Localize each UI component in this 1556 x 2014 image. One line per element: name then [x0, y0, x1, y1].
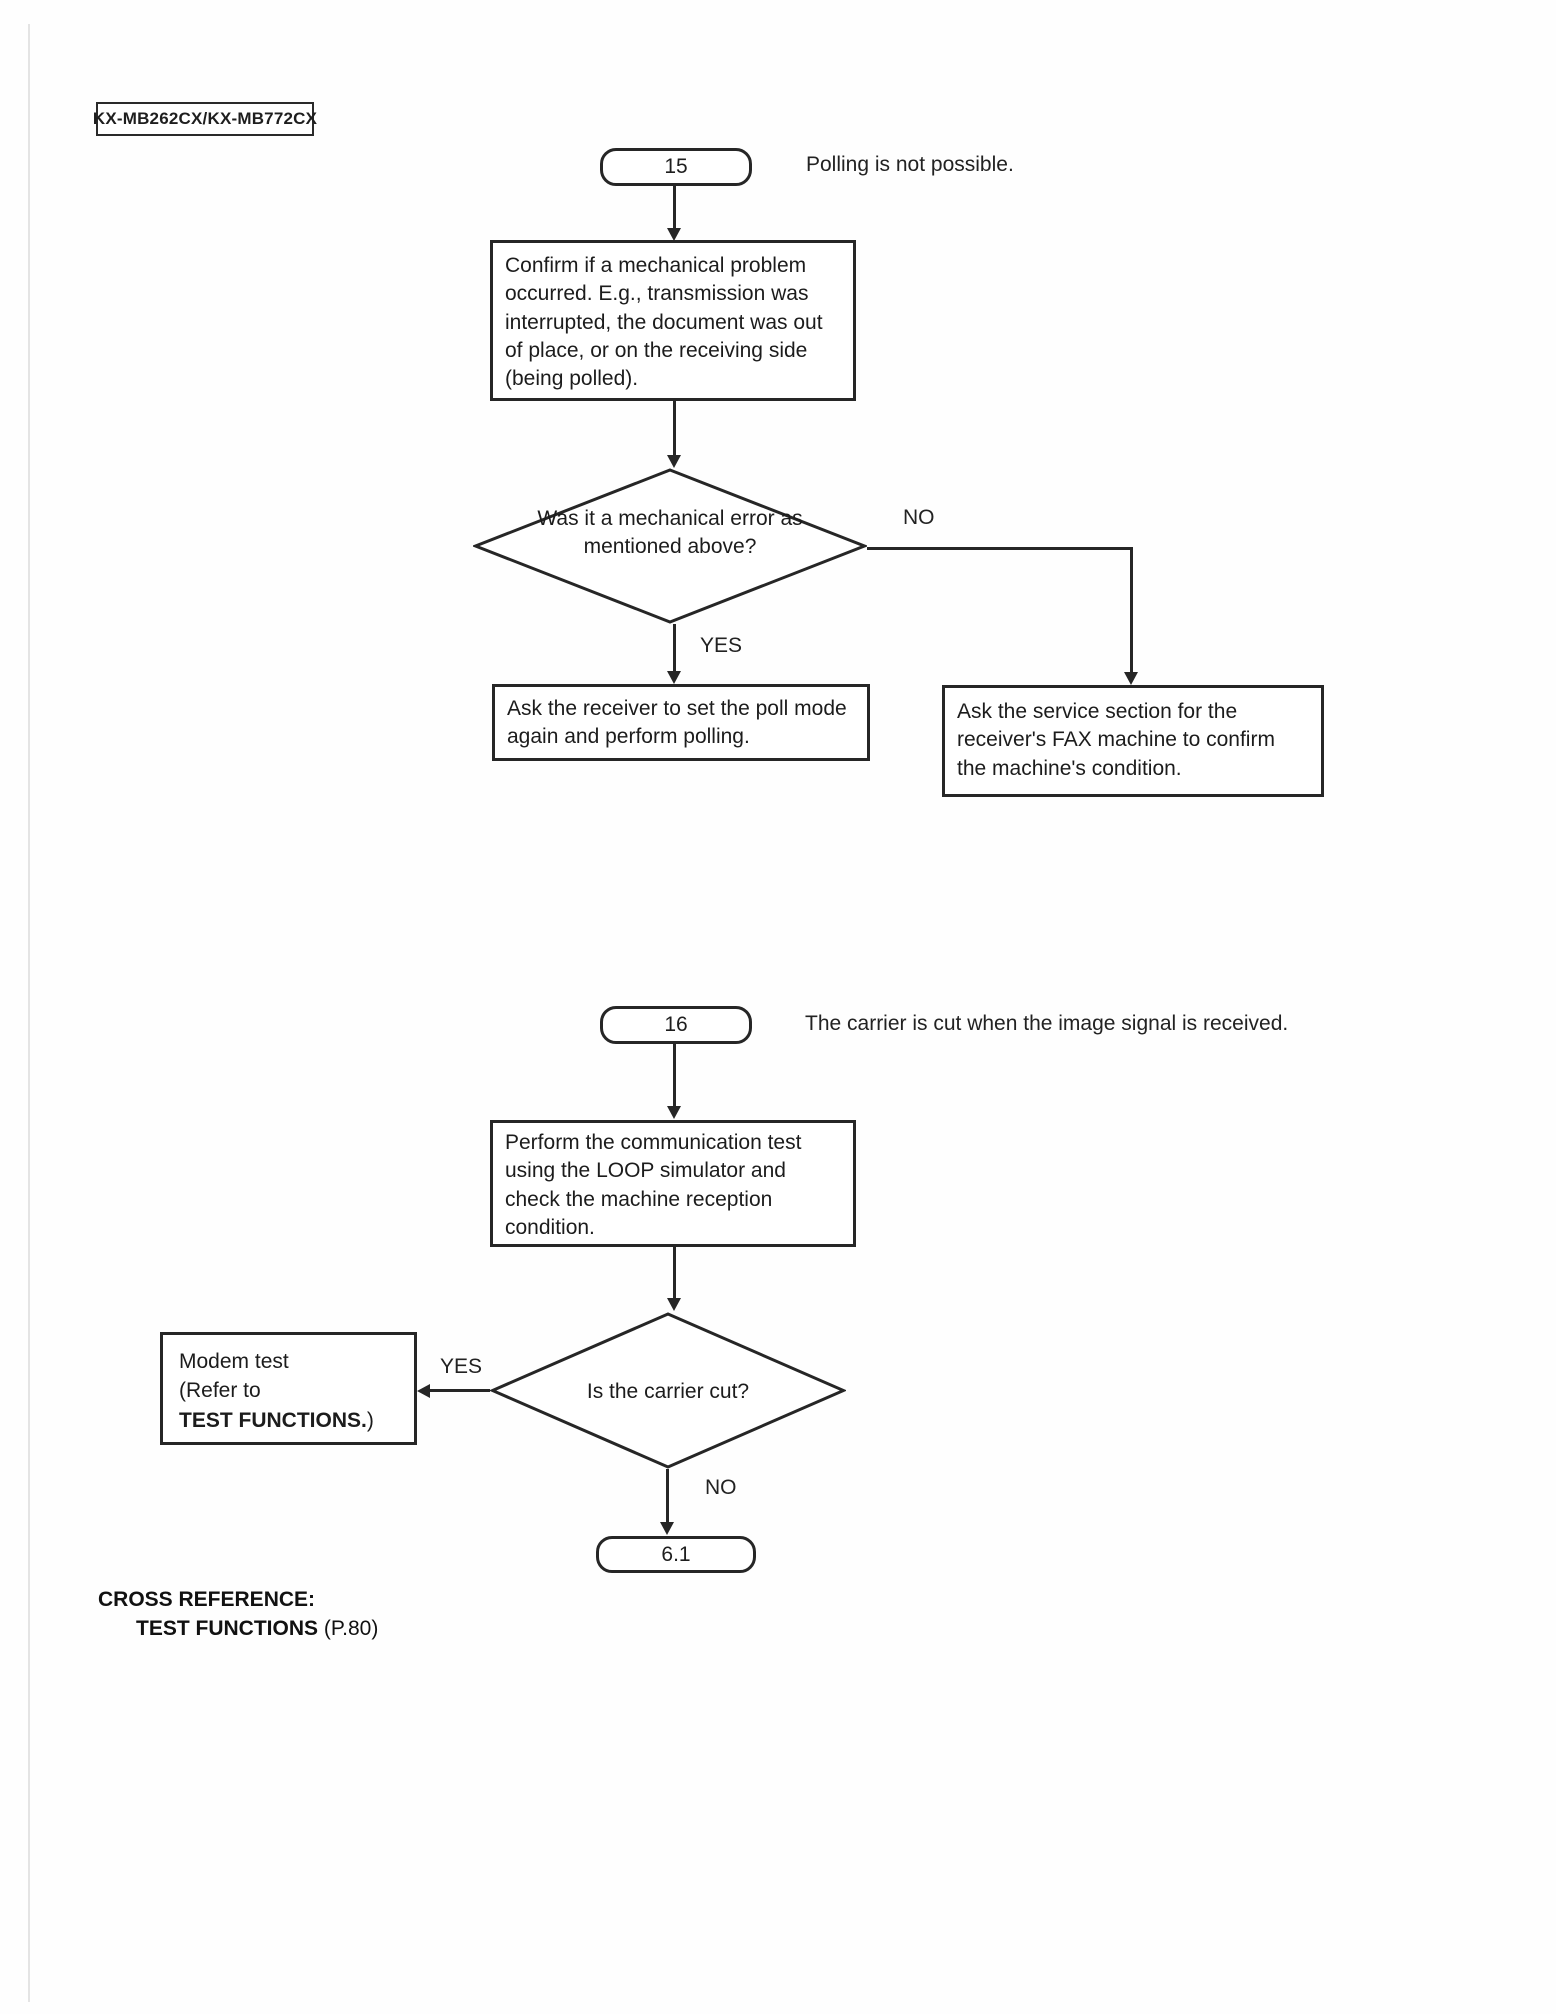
- cross-reference-item-page: (P.80): [318, 1617, 379, 1640]
- flow15-decision-text: Was it a mechanical error as mentioned a…: [537, 507, 803, 559]
- arrowhead-icon: [417, 1384, 430, 1398]
- arrowhead-icon: [667, 228, 681, 241]
- flow16-step-box: Perform the communication test using the…: [490, 1120, 856, 1247]
- flow16-yes-label: YES: [440, 1355, 483, 1378]
- flow16-decision-text: Is the carrier cut?: [586, 1380, 750, 1403]
- connector-step-to-decision16: [673, 1247, 676, 1298]
- flow16-modem-test-box: Modem test (Refer to TEST FUNCTIONS.): [160, 1332, 417, 1445]
- cross-reference-item-title: TEST FUNCTIONS: [136, 1617, 318, 1640]
- flow16-no-label: NO: [705, 1476, 737, 1499]
- arrowhead-icon: [667, 1106, 681, 1119]
- flow16-problem-caption: The carrier is cut when the image signal…: [805, 1012, 1289, 1035]
- flow15-problem-caption: Polling is not possible.: [806, 153, 1014, 176]
- connector-no15-vertical: [1130, 547, 1133, 672]
- flow16-terminator-node: 6.1: [596, 1536, 756, 1573]
- modem-test-line2: (Refer to: [179, 1379, 261, 1403]
- connector-16-to-step: [673, 1044, 676, 1106]
- flow16-decision-diamond: [490, 1312, 846, 1469]
- flow15-yes-label: YES: [700, 634, 743, 657]
- arrowhead-icon: [667, 455, 681, 468]
- connector-yes15: [673, 624, 676, 671]
- arrowhead-icon: [667, 671, 681, 684]
- arrowhead-icon: [667, 1298, 681, 1311]
- connector-no16: [666, 1469, 669, 1522]
- flow15-no-label: NO: [903, 506, 935, 529]
- modem-test-line3-rest: ): [366, 1408, 374, 1432]
- flow15-yes-action-box: Ask the receiver to set the poll mode ag…: [492, 684, 870, 761]
- modem-test-line3: TEST FUNCTIONS.): [179, 1406, 398, 1435]
- flow15-no-action-box: Ask the service section for the receiver…: [942, 685, 1324, 797]
- arrowhead-icon: [1124, 672, 1138, 685]
- modem-test-line3-bold: TEST FUNCTIONS.: [179, 1408, 367, 1432]
- model-number-badge: KX-MB262CX/KX-MB772CX: [93, 102, 317, 136]
- cross-reference-item: TEST FUNCTIONS (P.80): [136, 1617, 378, 1641]
- connector-step-to-decision15: [673, 401, 676, 456]
- connector-yes16: [430, 1389, 490, 1392]
- arrowhead-icon: [660, 1522, 674, 1535]
- flow15-decision-diamond: [473, 468, 867, 624]
- flow15-start-node: 15: [600, 148, 752, 186]
- flow15-step-box: Confirm if a mechanical problem occurred…: [490, 240, 856, 401]
- connector-15-to-step: [673, 186, 676, 230]
- connector-no15-horizontal: [867, 547, 1133, 550]
- modem-test-line1: Modem test: [179, 1350, 289, 1373]
- flow16-start-node: 16: [600, 1006, 752, 1044]
- page-edge-rule: [28, 24, 30, 2002]
- cross-reference-heading: CROSS REFERENCE:: [98, 1588, 316, 1611]
